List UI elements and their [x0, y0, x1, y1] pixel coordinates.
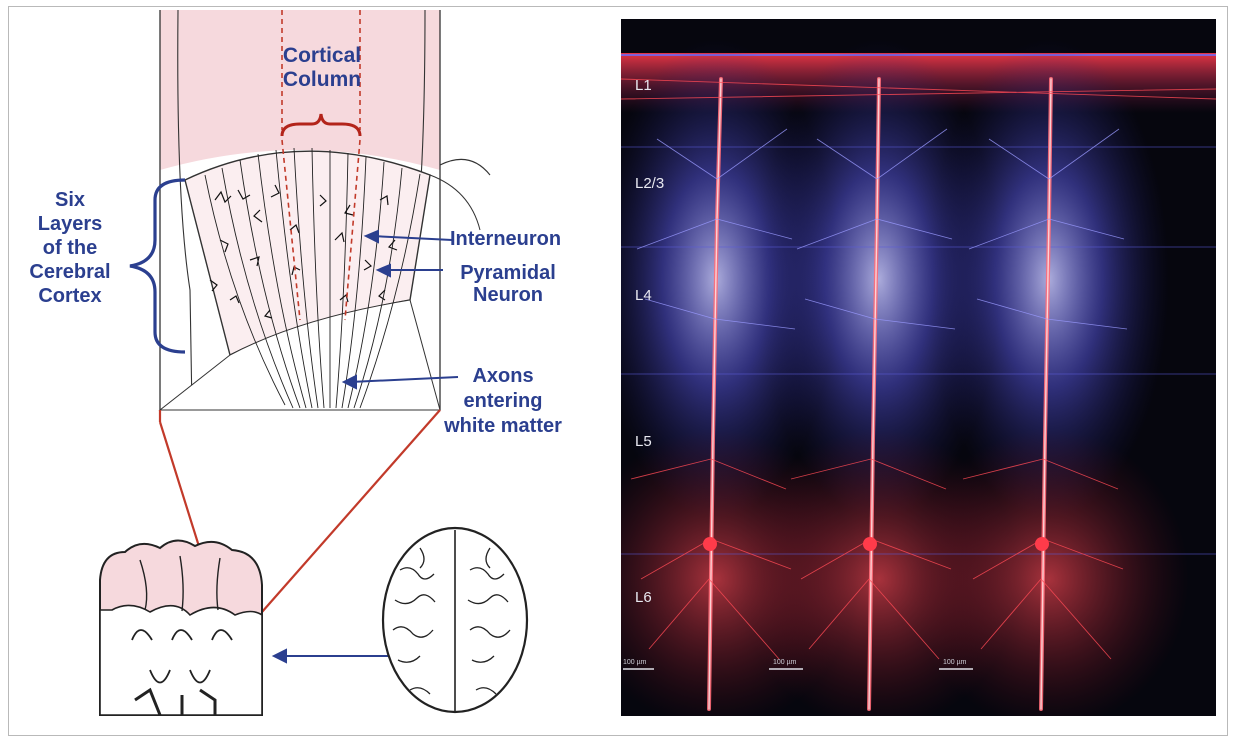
scale-bar-label-1: 100 µm: [623, 659, 647, 666]
neuron-render-image: [621, 19, 1216, 716]
six-layers-label: Six Layers of the Cerebral Cortex: [10, 188, 130, 308]
pyramidal-neuron-label: Pyramidal Neuron: [443, 262, 573, 307]
cortical-column-diagram: Cortical Column Six Layers of the Cerebr…: [0, 0, 612, 741]
layer-label-l5: L5: [635, 433, 652, 450]
layers-brace: [130, 180, 185, 352]
layer-label-l2-3: L2/3: [635, 175, 664, 192]
cortical-column-label: Cortical Column: [262, 44, 382, 91]
interneuron-label: Interneuron: [450, 228, 585, 250]
layer-label-l6: L6: [635, 589, 652, 606]
scale-bar-label-3: 100 µm: [943, 659, 967, 666]
brain-slice-icon: [100, 540, 262, 715]
axons-label: Axons entering white matter: [428, 364, 578, 438]
brain-top-view-icon: [383, 528, 527, 712]
layer-label-l1: L1: [635, 77, 652, 94]
scale-bar-label-2: 100 µm: [773, 659, 797, 666]
cortical-column-render: L1 L2/3 L4 L5 L6 100 µm 100 µm 100 µm: [621, 19, 1216, 716]
layer-label-l4: L4: [635, 287, 652, 304]
